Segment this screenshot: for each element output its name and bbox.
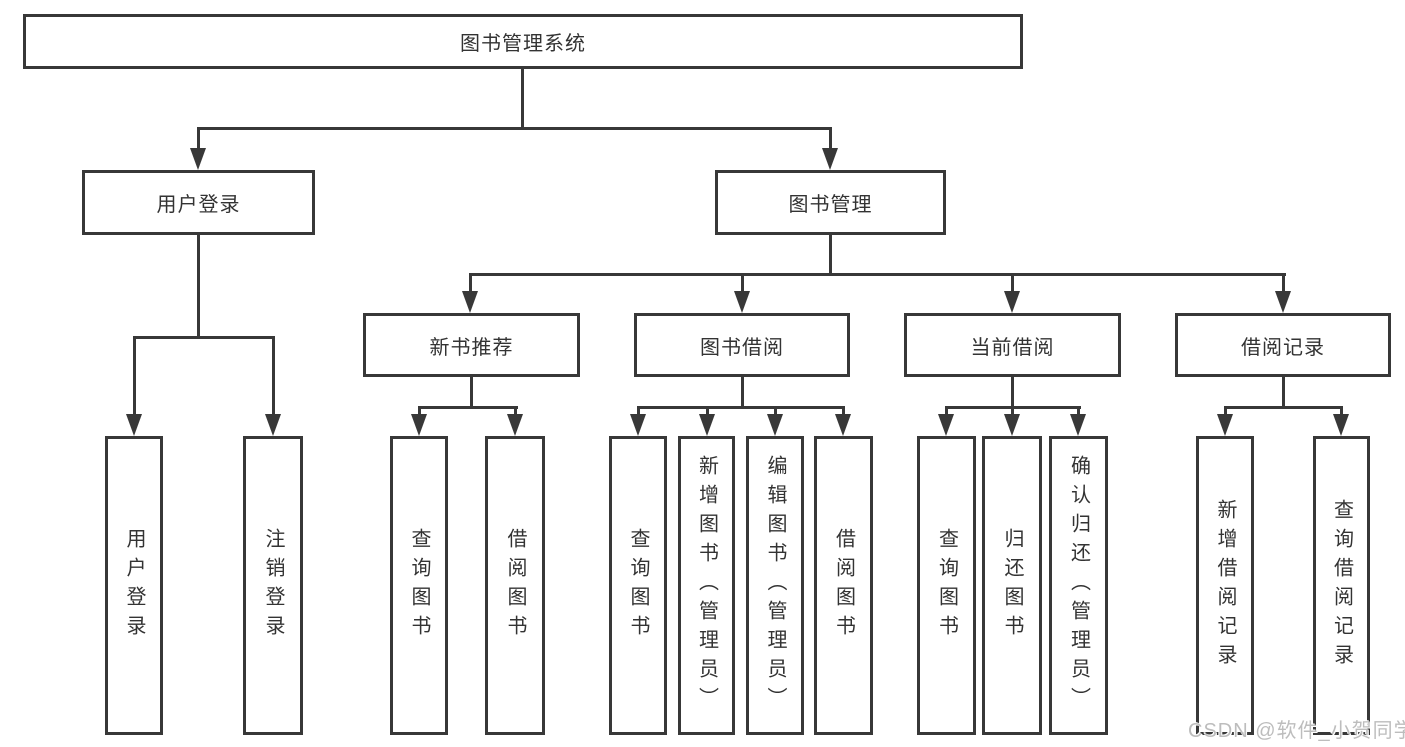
leaf-br-add-record: 新增借阅记录: [1196, 436, 1254, 735]
connector-line: [706, 406, 709, 420]
connector-line: [1011, 406, 1014, 420]
leaf-cb-query-books-label: 查询图书: [935, 527, 958, 644]
arrowhead-icon: [822, 148, 838, 170]
node-new-book-recommend: 新书推荐: [363, 313, 580, 377]
leaf-nb-query-books-label: 查询图书: [408, 527, 430, 644]
leaf-bb-edit-books-admin: 编辑图书（管理员）: [746, 436, 804, 735]
node-current-borrowing-label: 当前借阅: [970, 336, 1055, 359]
node-user-login-label: 用户登录: [156, 194, 241, 216]
leaf-nb-borrow-books-label: 借阅图书: [504, 527, 526, 644]
connector-line: [197, 127, 832, 130]
node-book-borrowing-label: 图书借阅: [700, 336, 784, 359]
arrowhead-icon: [938, 414, 954, 436]
leaf-br-add-record-label: 新增借阅记录: [1214, 498, 1236, 673]
node-book-management-label: 图书管理: [788, 194, 873, 216]
connector-line: [521, 69, 524, 130]
connector-line: [1282, 377, 1285, 409]
arrowhead-icon: [265, 414, 281, 436]
connector-line: [469, 273, 1286, 276]
csdn-watermark: CSDN @软件_小贺同学: [1188, 720, 1405, 742]
node-current-borrowing: 当前借阅: [904, 313, 1121, 377]
arrowhead-icon: [835, 414, 851, 436]
leaf-bb-query-books: 查询图书: [609, 436, 667, 735]
connector-line: [842, 406, 845, 420]
leaf-nb-borrow-books: 借阅图书: [485, 436, 545, 735]
arrowhead-icon: [767, 414, 783, 436]
connector-line: [774, 406, 777, 420]
arrowhead-icon: [1333, 414, 1349, 436]
arrowhead-icon: [462, 291, 478, 313]
connector-line: [272, 336, 275, 418]
leaf-logout-label: 注销登录: [262, 527, 284, 644]
connector-line: [418, 406, 421, 420]
leaf-cb-return-books-label: 归还图书: [1001, 527, 1023, 644]
node-borrow-records: 借阅记录: [1175, 313, 1391, 377]
connector-line: [1011, 273, 1014, 295]
connector-line: [418, 406, 518, 409]
leaf-logout: 注销登录: [243, 436, 303, 735]
connector-line: [470, 377, 473, 409]
arrowhead-icon: [1004, 414, 1020, 436]
leaf-nb-query-books: 查询图书: [390, 436, 448, 735]
leaf-cb-query-books: 查询图书: [917, 436, 976, 735]
connector-line: [637, 406, 640, 420]
arrowhead-icon: [734, 291, 750, 313]
leaf-bb-query-books-label: 查询图书: [627, 527, 649, 644]
arrowhead-icon: [190, 148, 206, 170]
leaf-user-login: 用户登录: [105, 436, 163, 735]
arrowhead-icon: [507, 414, 523, 436]
connector-line: [1077, 406, 1080, 420]
leaf-bb-edit-books-admin-label: 编辑图书（管理员）: [764, 455, 786, 716]
leaf-br-query-record: 查询借阅记录: [1313, 436, 1370, 735]
arrowhead-icon: [1004, 291, 1020, 313]
arrowhead-icon: [1217, 414, 1233, 436]
arrowhead-icon: [126, 414, 142, 436]
connector-line: [829, 235, 832, 276]
node-library-system-label: 图书管理系统: [460, 33, 586, 55]
arrowhead-icon: [1070, 414, 1086, 436]
leaf-bb-add-books-admin-label: 新增图书（管理员）: [695, 455, 718, 716]
connector-line: [637, 406, 845, 409]
connector-line: [1224, 406, 1343, 409]
connector-line: [945, 406, 948, 420]
arrowhead-icon: [1275, 291, 1291, 313]
arrowhead-icon: [630, 414, 646, 436]
connector-line: [469, 273, 472, 295]
leaf-bb-borrow-books-label: 借阅图书: [832, 527, 855, 644]
leaf-bb-add-books-admin: 新增图书（管理员）: [678, 436, 735, 735]
connector-line: [197, 235, 200, 339]
connector-line: [741, 273, 744, 295]
connector-line: [133, 336, 136, 418]
leaf-bb-borrow-books: 借阅图书: [814, 436, 873, 735]
node-book-management: 图书管理: [715, 170, 946, 235]
node-borrow-records-label: 借阅记录: [1241, 336, 1325, 359]
connector-line: [1340, 406, 1343, 420]
connector-line: [1224, 406, 1227, 420]
leaf-br-query-record-label: 查询借阅记录: [1330, 498, 1353, 673]
connector-line: [133, 336, 275, 339]
arrowhead-icon: [411, 414, 427, 436]
connector-line: [1282, 273, 1285, 295]
connector-line: [514, 406, 517, 420]
arrowhead-icon: [699, 414, 715, 436]
connector-line: [829, 127, 832, 152]
connector-line: [1011, 377, 1014, 409]
leaf-cb-confirm-return-admin: 确认归还（管理员）: [1049, 436, 1108, 735]
connector-line: [197, 127, 200, 152]
node-new-book-recommend-label: 新书推荐: [429, 336, 514, 359]
connector-line: [741, 377, 744, 409]
node-user-login: 用户登录: [82, 170, 315, 235]
leaf-cb-confirm-return-admin-label: 确认归还（管理员）: [1067, 455, 1090, 716]
leaf-cb-return-books: 归还图书: [982, 436, 1042, 735]
leaf-user-login-label: 用户登录: [123, 527, 145, 644]
node-book-borrowing: 图书借阅: [634, 313, 850, 377]
node-library-system: 图书管理系统: [23, 14, 1023, 69]
